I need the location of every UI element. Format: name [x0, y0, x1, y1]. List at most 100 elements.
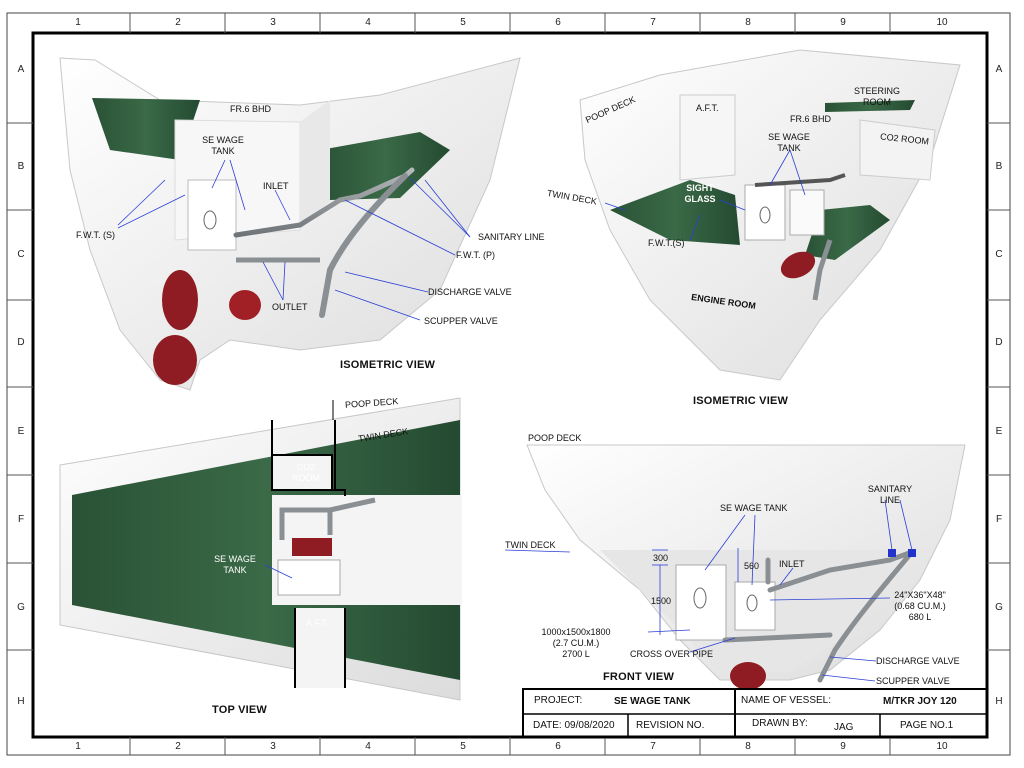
grid-row-b-right: B: [995, 161, 1003, 172]
front-discharge-valve: DISCHARGE VALVE: [876, 656, 960, 666]
top-sewage-l1: SE WAGE: [214, 554, 256, 564]
leaders-left: [117, 159, 471, 321]
iso-left-fwt-p: F.W.T. (P): [456, 250, 495, 260]
front-cross-over-pipe: CROSS OVER PIPE: [630, 649, 714, 659]
iso-right-sight-glass: SIGHT GLASS: [680, 183, 720, 205]
front-view-title: FRONT VIEW: [603, 671, 675, 683]
pipe-right: [754, 173, 846, 187]
iso-left-sanitary-line: SANITARY LINE: [478, 232, 545, 242]
front-small-l3: 680 L: [908, 612, 932, 622]
iso-left-outlet: OUTLET: [272, 302, 308, 312]
iso-left-scupper-valve: SCUPPER VALVE: [424, 316, 498, 326]
front-inlet: INLET: [779, 559, 805, 569]
grid-col-1: 1: [75, 17, 81, 28]
title-block-frame: [522, 688, 988, 738]
front-sanitary-l1: SANITARY: [867, 484, 913, 494]
iso-right-fwt-s: F.W.T.(S): [648, 238, 685, 248]
grid-row-g-right: G: [995, 602, 1003, 613]
leader-top-sewage: [264, 564, 293, 579]
front-poop-deck: POOP DECK: [528, 433, 582, 443]
pipe-top: [279, 497, 376, 540]
top-co2-l1: CO2: [296, 462, 316, 472]
grid-row-h: H: [17, 696, 25, 707]
grid-row-e-right: E: [995, 426, 1003, 437]
grid-col-4-bottom: 4: [365, 741, 371, 752]
tank-red-top: [292, 538, 332, 556]
small-tank-hatch: [746, 594, 758, 612]
grid-col-8: 8: [745, 17, 751, 28]
side-wall: [300, 100, 330, 230]
top-co2-room: CO2 ROOM: [284, 462, 328, 484]
grid-col-5-bottom: 5: [460, 741, 466, 752]
iso-left-title: ISOMETRIC VIEW: [340, 359, 436, 371]
top-aft: A.F.T.: [306, 618, 329, 628]
front-big-tank-dims: 1000x1500x1800 (2.7 CU.M.) 2700 L: [536, 627, 616, 660]
rudder-stock: [229, 290, 261, 320]
iso-right-steering-l1: STEERING: [853, 86, 900, 96]
sewage-tank-top: [277, 559, 341, 596]
grid-col-9: 9: [840, 17, 846, 28]
iso-right-sewage-tank-l1: SE WAGE: [768, 132, 810, 142]
grid-col-1-bottom: 1: [75, 741, 81, 752]
propeller-lower: [153, 335, 197, 385]
top-view: [59, 397, 462, 701]
front-dim-1500: 1500: [651, 596, 672, 606]
tb-vessel-value: M/TKR JOY 120: [883, 696, 957, 707]
front-small-tank-dims: 24"X36"X48" (0.68 CU.M.) 680 L: [880, 590, 960, 623]
grid-row-f: F: [17, 514, 25, 525]
grid-col-4: 4: [365, 17, 371, 28]
grid-row-d: D: [17, 337, 25, 348]
grid-col-2: 2: [175, 17, 181, 28]
iso-right-sight-l1: SIGHT: [686, 183, 714, 193]
leaders-front: [504, 499, 913, 682]
shaft-red: [780, 251, 816, 279]
tb-revision: REVISION NO.: [636, 720, 705, 731]
pipe-front: [722, 549, 915, 683]
grid-row-d-right: D: [995, 337, 1003, 348]
grid-col-8-bottom: 8: [745, 741, 751, 752]
grid-col-7: 7: [650, 17, 656, 28]
iso-right-fr-bhd: FR.6 BHD: [790, 114, 832, 124]
iso-right-aft: A.F.T.: [696, 103, 719, 113]
front-scupper-valve: SCUPPER VALVE: [876, 676, 950, 686]
propeller: [162, 270, 198, 330]
deck-green-right: [320, 132, 450, 200]
grid-col-6-bottom: 6: [555, 741, 561, 752]
sanitary-fitting: [888, 549, 896, 557]
iso-left-sewage-tank-l1: SE WAGE: [202, 135, 244, 145]
grid-col-9-bottom: 9: [840, 741, 846, 752]
grid-row-g: G: [17, 602, 25, 613]
front-sanitary-l2: LINE: [879, 495, 900, 505]
tb-page: PAGE NO.1: [900, 720, 954, 731]
grid-col-10: 10: [936, 17, 948, 28]
iso-right-sewage-tank-l2: TANK: [777, 143, 801, 153]
tb-project-label: PROJECT:: [534, 695, 583, 706]
front-sewage-tank: SE WAGE TANK: [720, 503, 788, 513]
grid-col-3-bottom: 3: [270, 741, 276, 752]
grid-col-5: 5: [460, 17, 466, 28]
front-dim-300: 300: [653, 553, 669, 563]
front-dim-560: 560: [744, 561, 760, 571]
sewage-tank-box: [187, 179, 237, 251]
tank-hatch: [203, 210, 217, 230]
front-big-l1: 1000x1500x1800: [541, 627, 611, 637]
outer-frame: [6, 12, 1011, 756]
front-small-l2: (0.68 CU.M.): [894, 601, 946, 611]
bhd-lines-top: [271, 420, 346, 688]
rudder-front: [730, 662, 766, 690]
top-view-title: TOP VIEW: [212, 704, 267, 716]
grid-row-c: C: [17, 249, 25, 260]
big-tank-front: [675, 564, 727, 641]
sewage-tank-box-right: [744, 184, 786, 241]
tb-drawn-by-label: DRAWN BY:: [752, 718, 808, 729]
grid-row-h-right: H: [995, 696, 1003, 707]
pipe-discharge: [319, 173, 408, 318]
grid-col-6: 6: [555, 17, 561, 28]
grid-row-f-right: F: [995, 514, 1003, 525]
deck-green-upper-left: [92, 98, 200, 160]
grid-col-2-bottom: 2: [175, 741, 181, 752]
grid-col-10-bottom: 10: [936, 741, 948, 752]
iso-right-steering-room: STEERING ROOM: [850, 86, 904, 108]
small-tank-box-right: [789, 189, 825, 236]
